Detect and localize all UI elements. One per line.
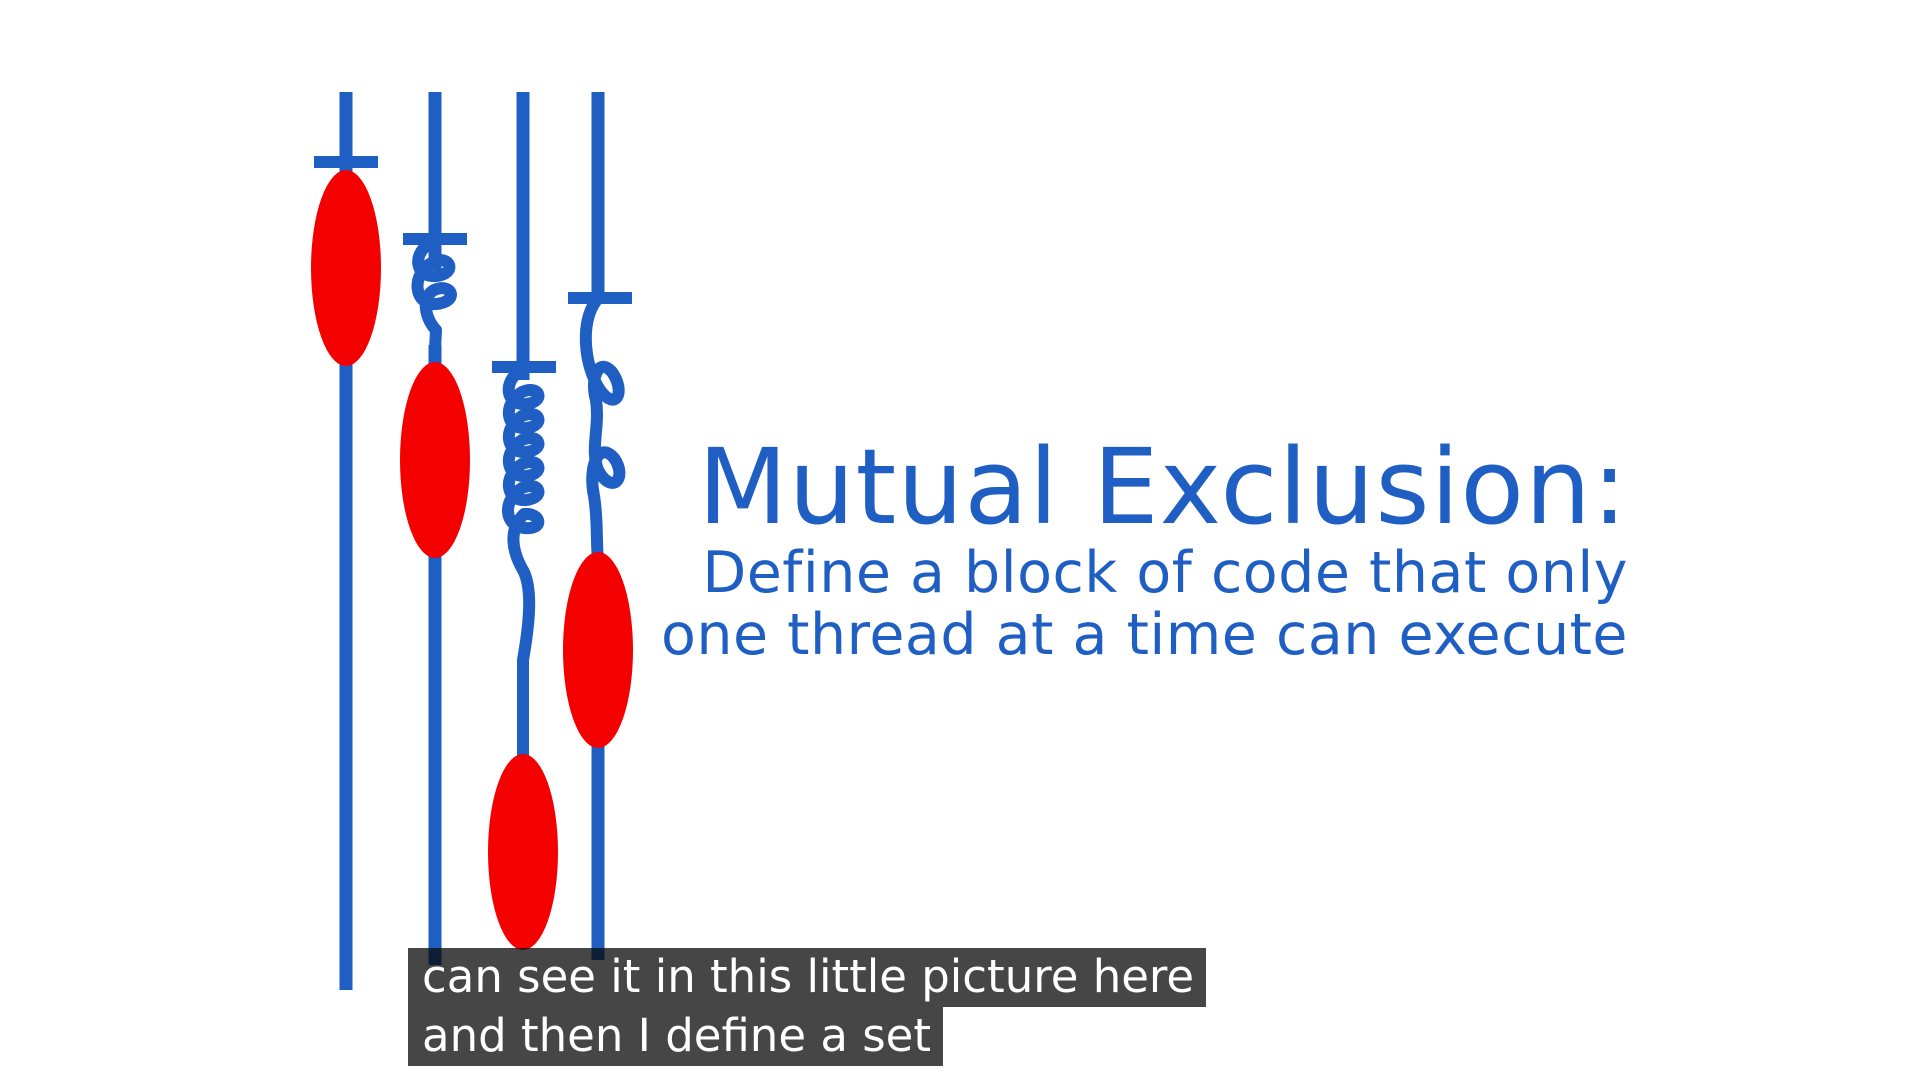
slide-subtitle-line-1: Define a block of code that only — [702, 540, 1628, 606]
thread-4-wait-coil — [579, 295, 626, 566]
thread-1 — [311, 92, 381, 990]
slide-subtitle: Define a block of code that only one thr… — [661, 542, 1628, 666]
thread-4-critical-section — [563, 552, 633, 748]
slide-text-block: Mutual Exclusion: Define a block of code… — [661, 432, 1628, 666]
thread-2-critical-section — [400, 362, 470, 558]
slide-subtitle-line-2: one thread at a time can execute — [661, 602, 1628, 668]
thread-4 — [563, 92, 633, 960]
slide-title: Mutual Exclusion: — [697, 426, 1628, 548]
thread-3-critical-section — [488, 754, 558, 950]
thread-2 — [400, 92, 470, 965]
thread-2-wait-coil — [411, 236, 457, 356]
caption-line-2: and then I define a set — [408, 1007, 943, 1066]
closed-captions: can see it in this little picture here a… — [408, 948, 1207, 1066]
thread-3-wait-coil — [502, 364, 545, 766]
caption-line-1: can see it in this little picture here — [408, 948, 1207, 1007]
thread-1-critical-section — [311, 170, 381, 366]
thread-3 — [488, 92, 558, 950]
